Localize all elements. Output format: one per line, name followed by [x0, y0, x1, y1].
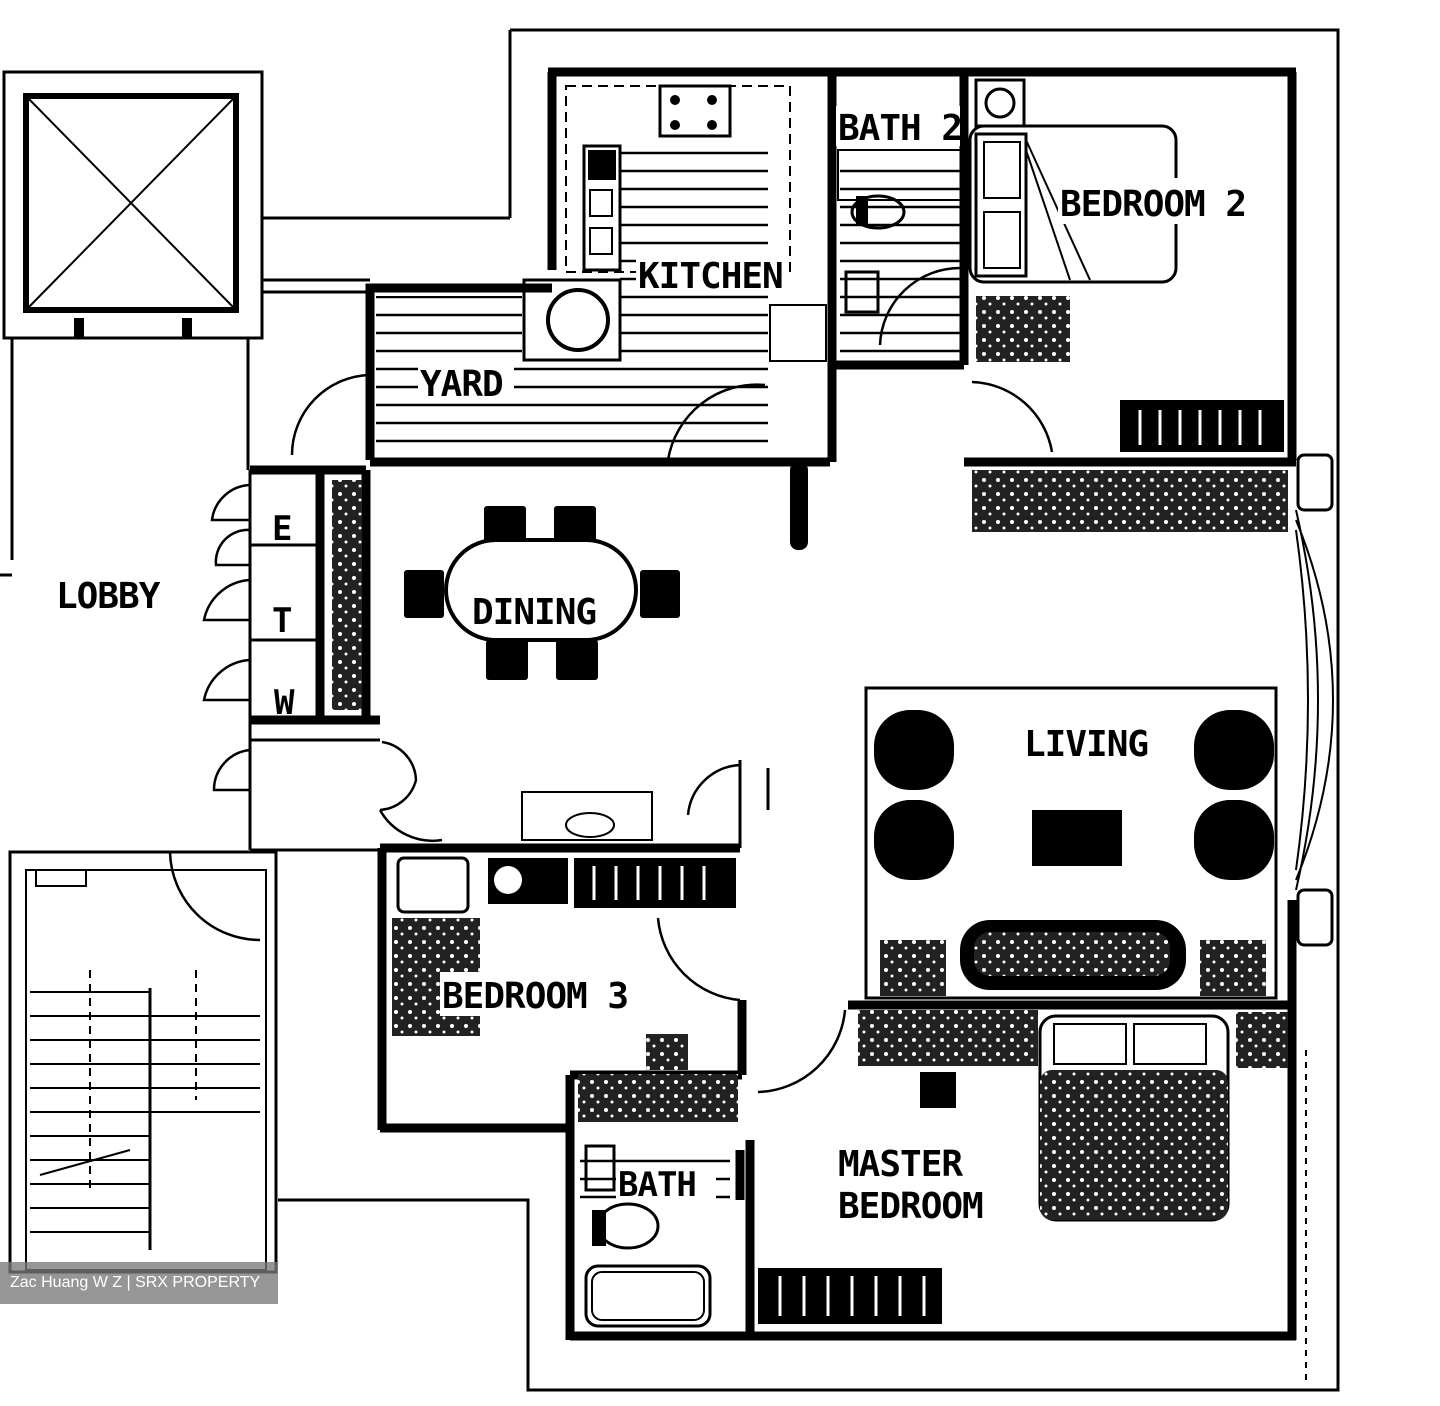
lobby-outline — [0, 338, 250, 577]
master-bath-fixtures — [584, 1009, 847, 1328]
label-lobby: LOBBY — [56, 576, 161, 617]
kitchen-fixtures — [522, 84, 827, 362]
bath2-fixtures — [837, 149, 963, 346]
label-bath: BATH — [618, 1165, 696, 1205]
outer-ledge — [262, 28, 1340, 1392]
label-living: LIVING — [1024, 724, 1148, 765]
entry-door — [378, 740, 443, 842]
apartment-walls — [248, 67, 1297, 1341]
dining-set — [404, 506, 680, 680]
watermark: Zac Huang W Z | SRX PROPERTY — [0, 1262, 278, 1304]
label-service-e: E — [272, 509, 291, 549]
label-service-t: T — [272, 601, 291, 641]
label-yard: YARD — [420, 364, 503, 405]
label-bedroom-2: BEDROOM 2 — [1060, 184, 1246, 225]
label-service-w: W — [274, 683, 295, 723]
master-bedroom-fixtures — [758, 1010, 1307, 1380]
room-labels: BATH 2 BEDROOM 2 KITCHEN YARD LOBBY DINI… — [56, 106, 1280, 1227]
label-dining: DINING — [472, 592, 596, 633]
service-closet-doors — [202, 480, 362, 792]
label-master-bedroom-line2: BEDROOM — [838, 1186, 983, 1227]
yard-doors — [290, 373, 766, 461]
corridor-counter — [521, 763, 741, 841]
living-set — [864, 686, 1334, 1000]
label-master-bedroom-line1: MASTER — [838, 1144, 963, 1185]
label-kitchen: KITCHEN — [638, 256, 783, 297]
bedroom3-fixtures — [392, 856, 741, 1122]
staircase — [8, 850, 278, 1274]
label-bedroom-3: BEDROOM 3 — [442, 976, 628, 1017]
balcony-sliding-arcs — [1295, 509, 1334, 891]
bedroom2-fixtures — [968, 78, 1334, 532]
lift-shaft — [2, 70, 264, 340]
label-bath-2: BATH 2 — [838, 108, 962, 149]
